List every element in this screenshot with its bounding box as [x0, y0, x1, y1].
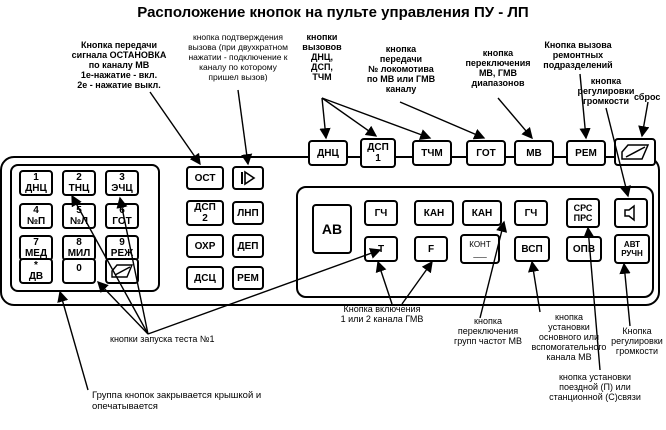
leader-call-dsp [321, 97, 378, 137]
confirm-call-button[interactable] [232, 166, 264, 190]
dnc-call-button[interactable]: ДНЦ [308, 140, 348, 166]
label-reset: сброс [634, 92, 661, 102]
label-stop-button: Кнопка передачи сигнала ОСТАНОВКА по кан… [71, 40, 167, 90]
gch-button-1[interactable]: ГЧ [364, 200, 398, 226]
leader-stop [149, 91, 201, 166]
dsc-button[interactable]: ДСЦ [186, 266, 224, 290]
label-cover: Группа кнопок закрывается крышкой и опеч… [92, 390, 262, 412]
label-test-buttons: кнопки запуска теста №1 [110, 334, 215, 344]
leader-vsp [528, 260, 541, 313]
leader-call-tchm [321, 97, 432, 140]
mv-button[interactable]: МВ [514, 140, 554, 166]
leader-avt [619, 262, 631, 327]
label-train-station: кнопка установки поездной (П) или станци… [549, 372, 641, 402]
ost-button[interactable]: ОСТ [186, 166, 224, 190]
volume-button[interactable] [614, 198, 648, 228]
leader-test-4 [147, 248, 382, 335]
leader-confirm [237, 89, 253, 166]
kont-button[interactable]: КОНТ ___ [460, 234, 500, 264]
leader-call-dnc [319, 97, 331, 140]
leader-srs [583, 226, 601, 371]
leader-t [375, 260, 393, 305]
leader-gch [479, 220, 508, 319]
leader-cover [57, 290, 89, 391]
leader-test-2 [116, 196, 149, 335]
label-main-aux: кнопка установки основного или вспомогат… [531, 312, 607, 362]
leader-range [497, 97, 533, 140]
f-button[interactable]: F [414, 236, 448, 262]
label-volume-right: Кнопка регулировки громкости [611, 326, 663, 356]
lnp-button[interactable]: ЛНП [232, 201, 264, 225]
leader-repair [579, 73, 591, 140]
reset-symbol-icon [111, 264, 134, 278]
label-repair-call: Кнопка вызова ремонтных подразделений [543, 40, 613, 70]
key-0[interactable]: 0 [62, 258, 96, 284]
reset-button[interactable] [614, 138, 656, 166]
okhr-button[interactable]: ОХР [186, 234, 224, 258]
leader-reset [638, 101, 650, 138]
label-volume-top: кнопка регулировки громкости [577, 76, 635, 106]
kan-button-2[interactable]: КАН [462, 200, 502, 226]
speaker-icon [624, 204, 635, 222]
diagram-title: Расположение кнопок на пульте управления… [137, 4, 529, 21]
label-channel-switch: Кнопка включения 1 или 2 канала ГМВ [340, 304, 424, 324]
av-button[interactable]: АВ [312, 204, 352, 254]
dsp2-button[interactable]: ДСП 2 [186, 200, 224, 226]
label-freq-groups: кнопка переключения групп частот МВ [453, 316, 523, 346]
leader-loco [399, 101, 486, 140]
dep-button[interactable]: ДЕП [232, 234, 264, 258]
label-loco-number: кнопка передачи № локомотива по МВ или Г… [366, 44, 436, 94]
got-button[interactable]: ГОТ [466, 140, 506, 166]
gch-button-2[interactable]: ГЧ [514, 200, 548, 226]
rem-call-button[interactable]: РЕМ [566, 140, 606, 166]
reset-symbol-icon [621, 144, 650, 160]
leader-volume [605, 107, 632, 198]
label-call-buttons: кнопки вызовов ДНЦ, ДСП, ТЧМ [302, 32, 342, 82]
srs-prs-button[interactable]: СРС ПРС [566, 198, 600, 228]
label-confirm-button: кнопка подтверждения вызова (при двухкра… [188, 32, 288, 82]
avt-ruchn-button[interactable]: АВТ РУЧН [614, 234, 650, 264]
key-star-dv[interactable]: *ДВ [19, 258, 53, 284]
call-confirm-icon [241, 170, 256, 186]
leader-test-1 [71, 194, 149, 335]
label-range-switch: кнопка переключения МВ, ГМВ диапазонов [465, 48, 531, 88]
leader-f [401, 260, 433, 305]
rem-button-left[interactable]: РЕМ [232, 266, 264, 290]
dsp1-call-button[interactable]: ДСП 1 [360, 138, 396, 168]
leader-test-3 [97, 280, 149, 335]
kan-button-1[interactable]: КАН [414, 200, 454, 226]
tchm-call-button[interactable]: ТЧМ [412, 140, 452, 166]
